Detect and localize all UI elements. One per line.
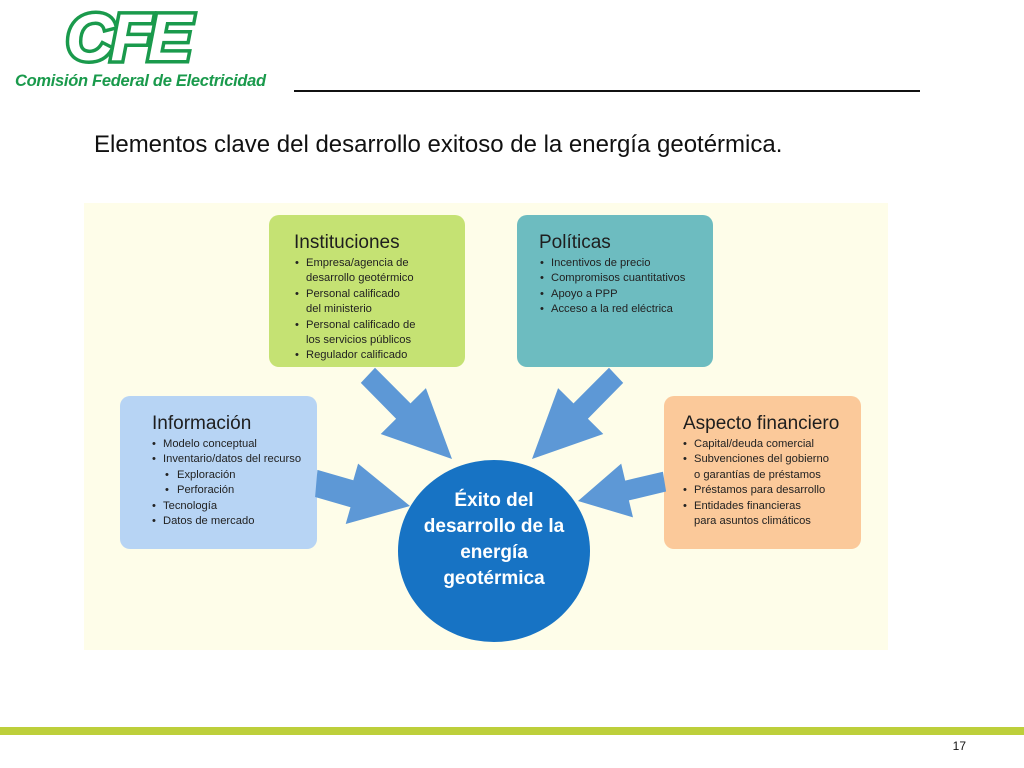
list-item: Modelo conceptual <box>152 437 301 453</box>
box-aspecto-financiero: Aspecto financiero Capital/deuda comerci… <box>664 396 861 549</box>
list-item: Compromisos cuantitativos <box>540 271 685 287</box>
box-aspecto-financiero-list: Capital/deuda comercial Subvenciones del… <box>683 437 829 529</box>
list-item: para asuntos climáticos <box>694 515 811 528</box>
list-item: desarrollo geotérmico <box>306 272 414 285</box>
logo-wordmark: CFE <box>63 0 196 76</box>
list-item: Personal calificado de <box>295 318 415 334</box>
list-item: Apoyo a PPP <box>540 287 685 303</box>
center-line: Éxito del <box>454 490 534 511</box>
list-item: Exploración <box>152 468 301 484</box>
list-item: o garantías de préstamos <box>694 468 821 481</box>
logo-organization-name: Comisión Federal de Electricidad <box>15 72 266 90</box>
box-informacion: Información Modelo conceptual Inventario… <box>120 396 317 549</box>
list-item: del ministerio <box>306 303 372 316</box>
center-line: energía <box>460 542 528 563</box>
box-informacion-list: Modelo conceptual Inventario/datos del r… <box>152 437 301 530</box>
center-line: geotérmica <box>443 568 545 589</box>
list-item: Empresa/agencia de <box>295 256 415 272</box>
list-item: Préstamos para desarrollo <box>683 483 829 499</box>
list-item: Regulador calificado <box>295 348 415 364</box>
list-item: los servicios públicos <box>306 334 412 347</box>
slide-title: Elementos clave del desarrollo exitoso d… <box>94 131 783 158</box>
box-politicas-title: Políticas <box>539 232 611 253</box>
list-item: Subvenciones del gobierno <box>683 452 829 468</box>
list-item: Inventario/datos del recurso <box>152 452 301 468</box>
box-instituciones-list: Empresa/agencia de desarrollo geotérmico… <box>295 256 415 364</box>
list-item: Entidades financieras <box>683 499 829 515</box>
arrow-from-politicas <box>532 367 624 459</box>
cfe-logo: CFE Comisión Federal de Electricidad <box>0 0 266 98</box>
arrow-from-aspecto-financiero <box>578 463 667 518</box>
header-rule <box>294 90 920 92</box>
arrow-from-informacion <box>315 463 410 524</box>
list-item: Incentivos de precio <box>540 256 685 272</box>
list-item: Tecnología <box>152 499 301 515</box>
box-instituciones-title: Instituciones <box>294 232 400 253</box>
center-circle <box>398 460 590 642</box>
list-item: Perforación <box>152 483 301 499</box>
box-informacion-title: Información <box>152 413 252 434</box>
box-politicas: Políticas Incentivos de precio Compromis… <box>517 215 713 367</box>
list-item: Datos de mercado <box>152 514 301 530</box>
center-line: desarrollo de la <box>423 516 565 537</box>
box-politicas-list: Incentivos de precio Compromisos cuantit… <box>540 256 685 318</box>
center-circle-label: Éxito del desarrollo de la energía geoté… <box>398 488 590 592</box>
arrow-from-instituciones <box>360 367 452 459</box>
box-instituciones: Instituciones Empresa/agencia de desarro… <box>269 215 465 367</box>
footer-band <box>0 727 1024 735</box>
list-item: Acceso a la red eléctrica <box>540 302 685 318</box>
page-number: 17 <box>952 739 966 753</box>
list-item: Capital/deuda comercial <box>683 437 829 453</box>
list-item: Personal calificado <box>295 287 415 303</box>
box-aspecto-financiero-title: Aspecto financiero <box>683 413 840 434</box>
